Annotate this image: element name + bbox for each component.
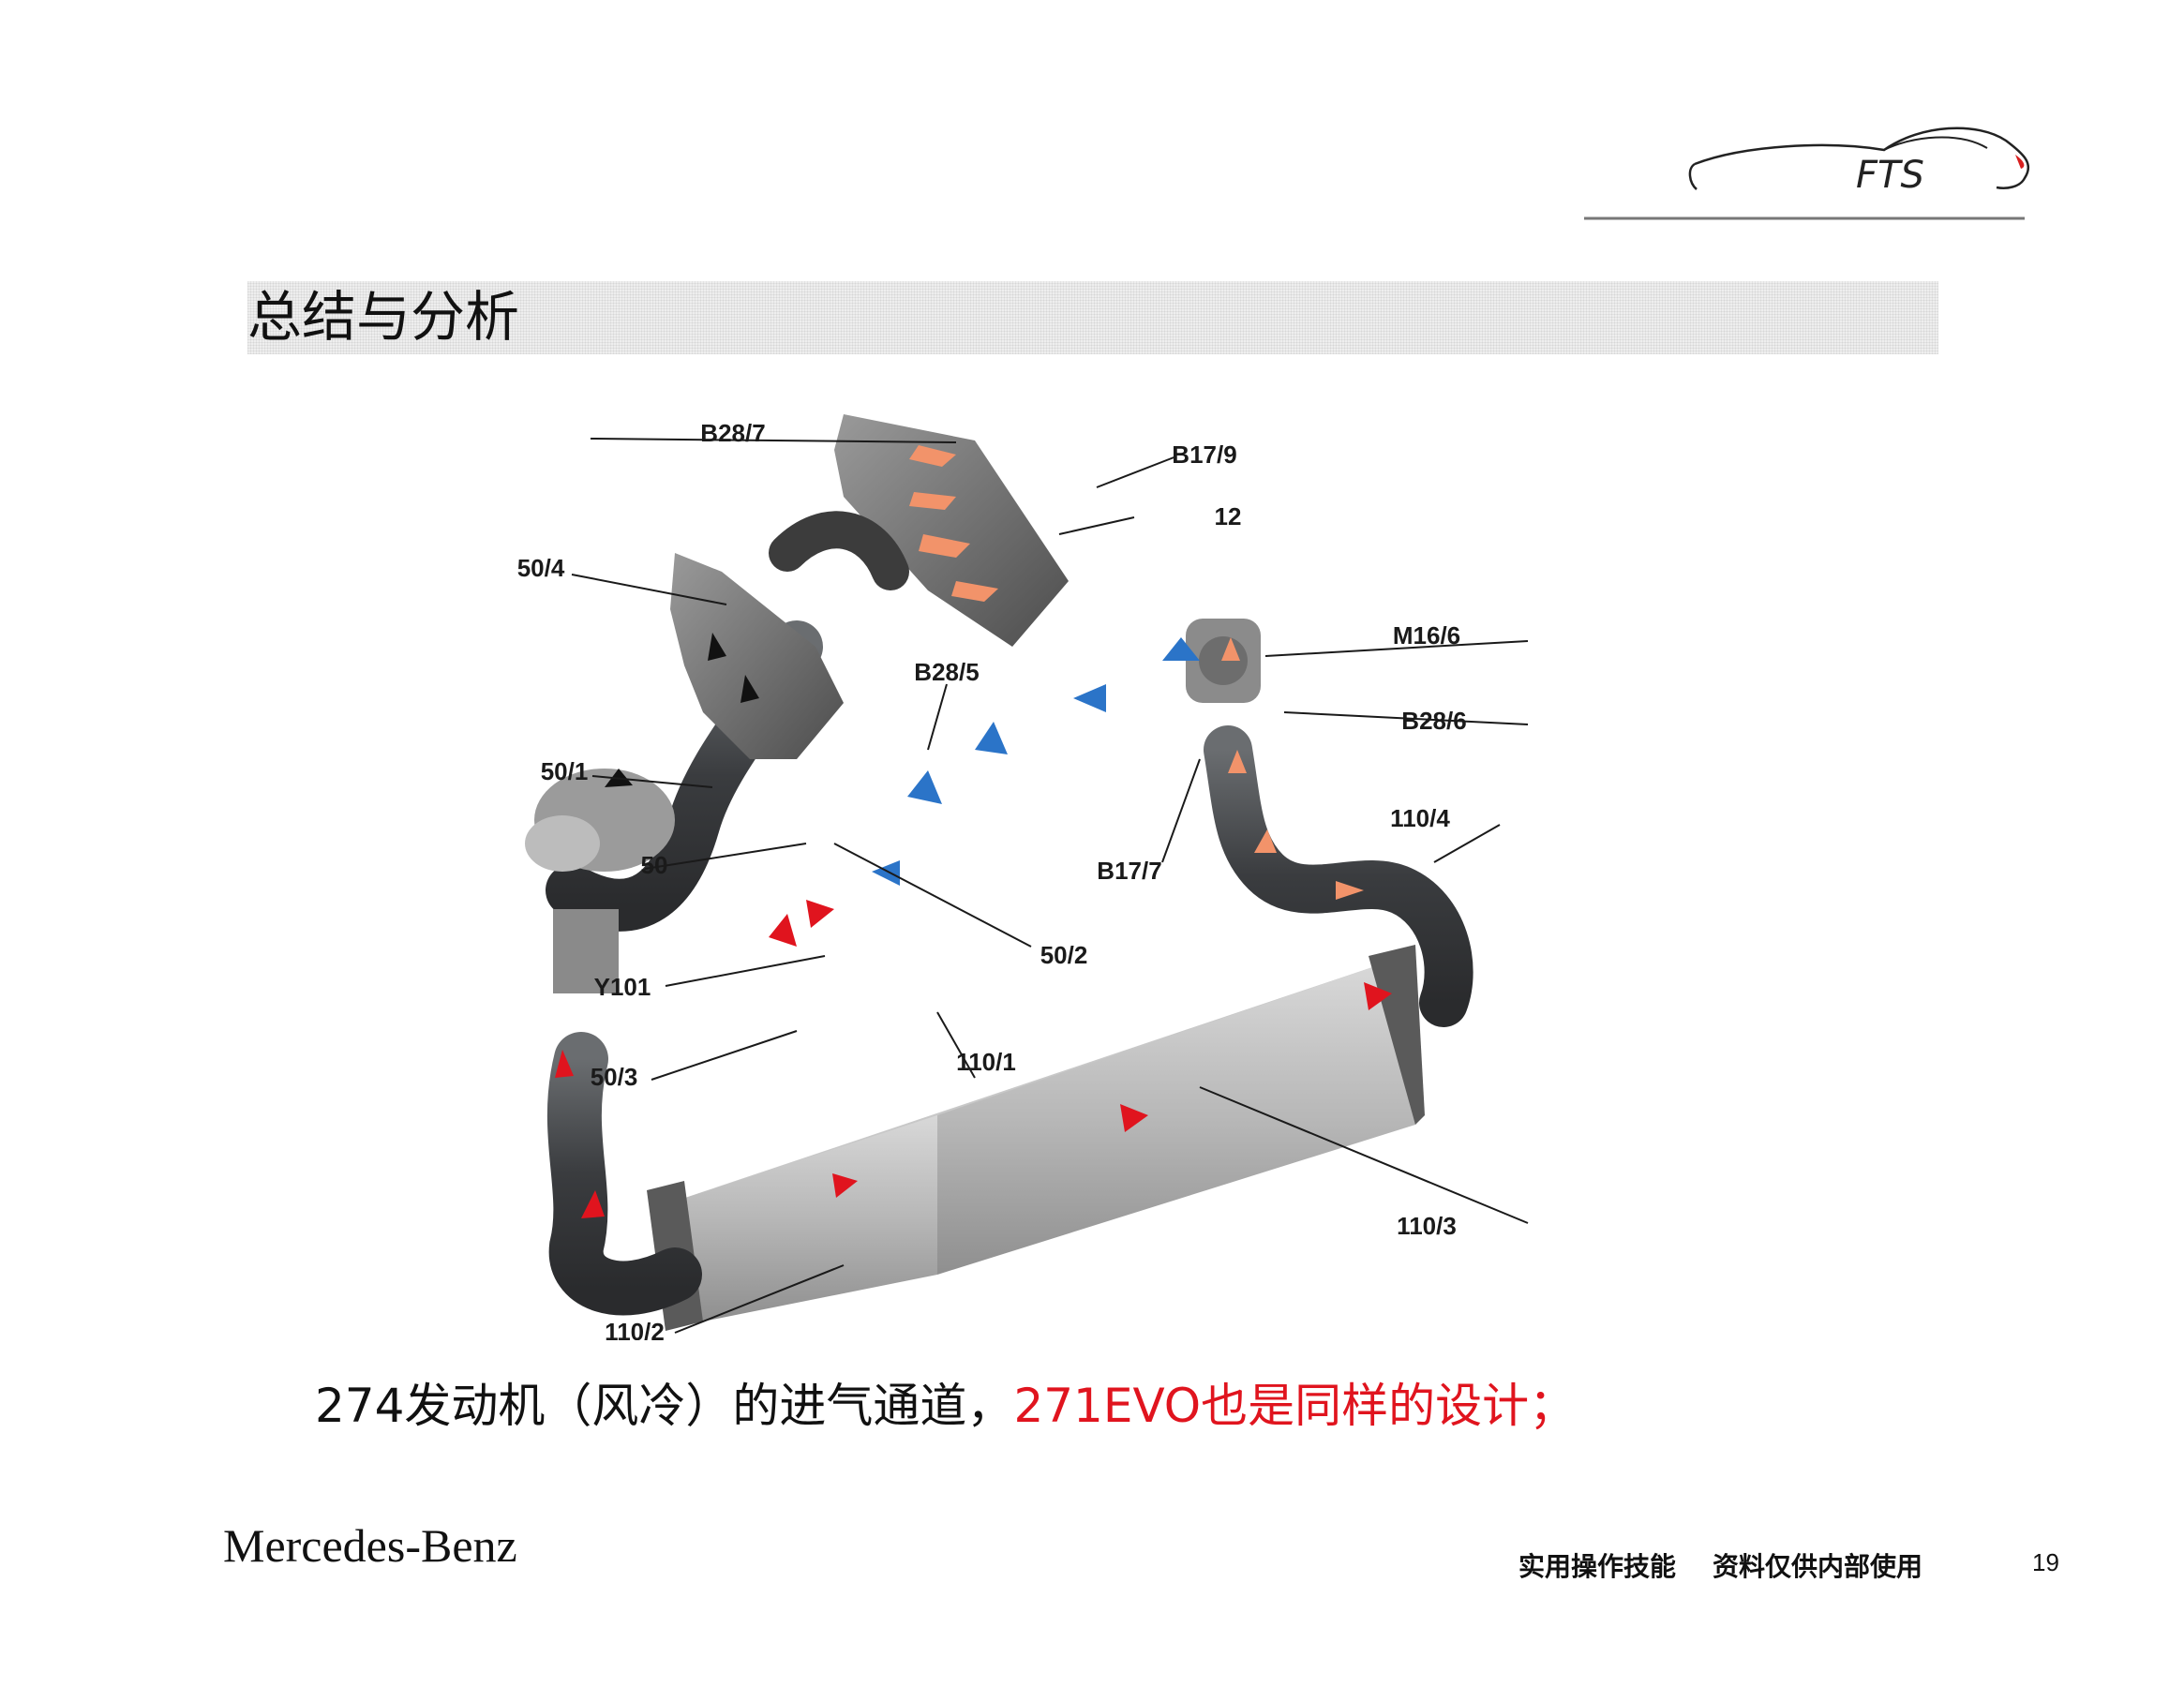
- footer-note: 实用操作技能 资料仅供内部使用: [1518, 1551, 1922, 1582]
- slide-title: 总结与分析: [247, 285, 520, 349]
- turbocharger: [525, 769, 675, 993]
- exhaust-manifold: [670, 553, 844, 759]
- callout-label: 50/2: [1040, 941, 1088, 969]
- callout-label: 110/1: [956, 1048, 1016, 1076]
- title-band: [247, 281, 1938, 354]
- page-number: 19: [2032, 1548, 2059, 1576]
- callout-label: 12: [1215, 502, 1242, 530]
- intercooler: [647, 945, 1425, 1331]
- callout-label: B28/6: [1401, 707, 1466, 735]
- brand-name: Mercedes-Benz: [223, 1519, 517, 1572]
- hose-110-2: [546, 1032, 702, 1316]
- callout-label: B28/5: [914, 658, 979, 686]
- logo-text: FTS: [1856, 154, 1924, 197]
- callout-label: 50: [641, 851, 668, 879]
- flow-arrows: [555, 445, 1392, 1218]
- callout-label: M16/6: [1393, 621, 1460, 649]
- callout-label: 50/1: [541, 757, 589, 785]
- callout-label: B17/7: [1097, 857, 1161, 885]
- fts-logo: FTS: [1584, 112, 2034, 225]
- intake-manifold: [769, 414, 1069, 647]
- caption-main: 274发动机（风冷）的进气通道，: [315, 1379, 1014, 1433]
- callout-label: 110/3: [1397, 1212, 1457, 1240]
- callout-label: 50/3: [591, 1063, 638, 1091]
- intake-diagram: B28/7 B17/9 12 50/4 M16/6 B28/5 B28/6 50…: [487, 403, 1547, 1346]
- callout-label: 110/4: [1390, 804, 1450, 832]
- callout-label: B28/7: [700, 419, 765, 447]
- leader-lines: [571, 438, 1529, 1334]
- caption: 274发动机（风冷）的进气通道，271EVO也是同样的设计；: [315, 1373, 1576, 1439]
- callout-label: B17/9: [1172, 440, 1236, 469]
- caption-highlight: 271EVO也是同样的设计；: [1013, 1379, 1577, 1433]
- callout-label: Y101: [594, 973, 651, 1001]
- callout-label: 50/4: [517, 554, 565, 582]
- callout-label: 110/2: [605, 1318, 665, 1340]
